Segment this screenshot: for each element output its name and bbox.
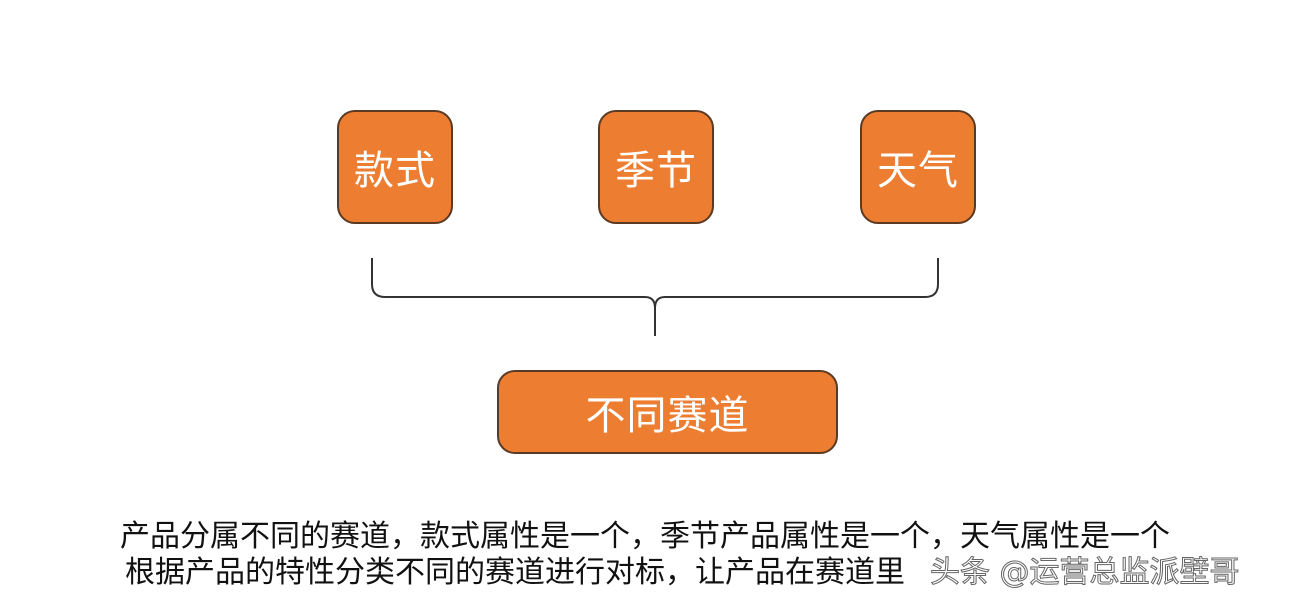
caption-line-1: 产品分属不同的赛道，款式属性是一个，季节产品属性是一个，天气属性是一个 [120, 519, 1170, 554]
box-season: 季节 [598, 110, 714, 224]
box-style: 款式 [337, 110, 453, 224]
box-weather: 天气 [860, 110, 976, 224]
watermark: 头条 @运营总监派壁哥 [930, 555, 1241, 590]
box-different-tracks: 不同赛道 [497, 370, 838, 454]
caption-line-2: 根据产品的特性分类不同的赛道进行对标，让产品在赛道里 [125, 555, 905, 590]
brace-path [371, 258, 939, 336]
